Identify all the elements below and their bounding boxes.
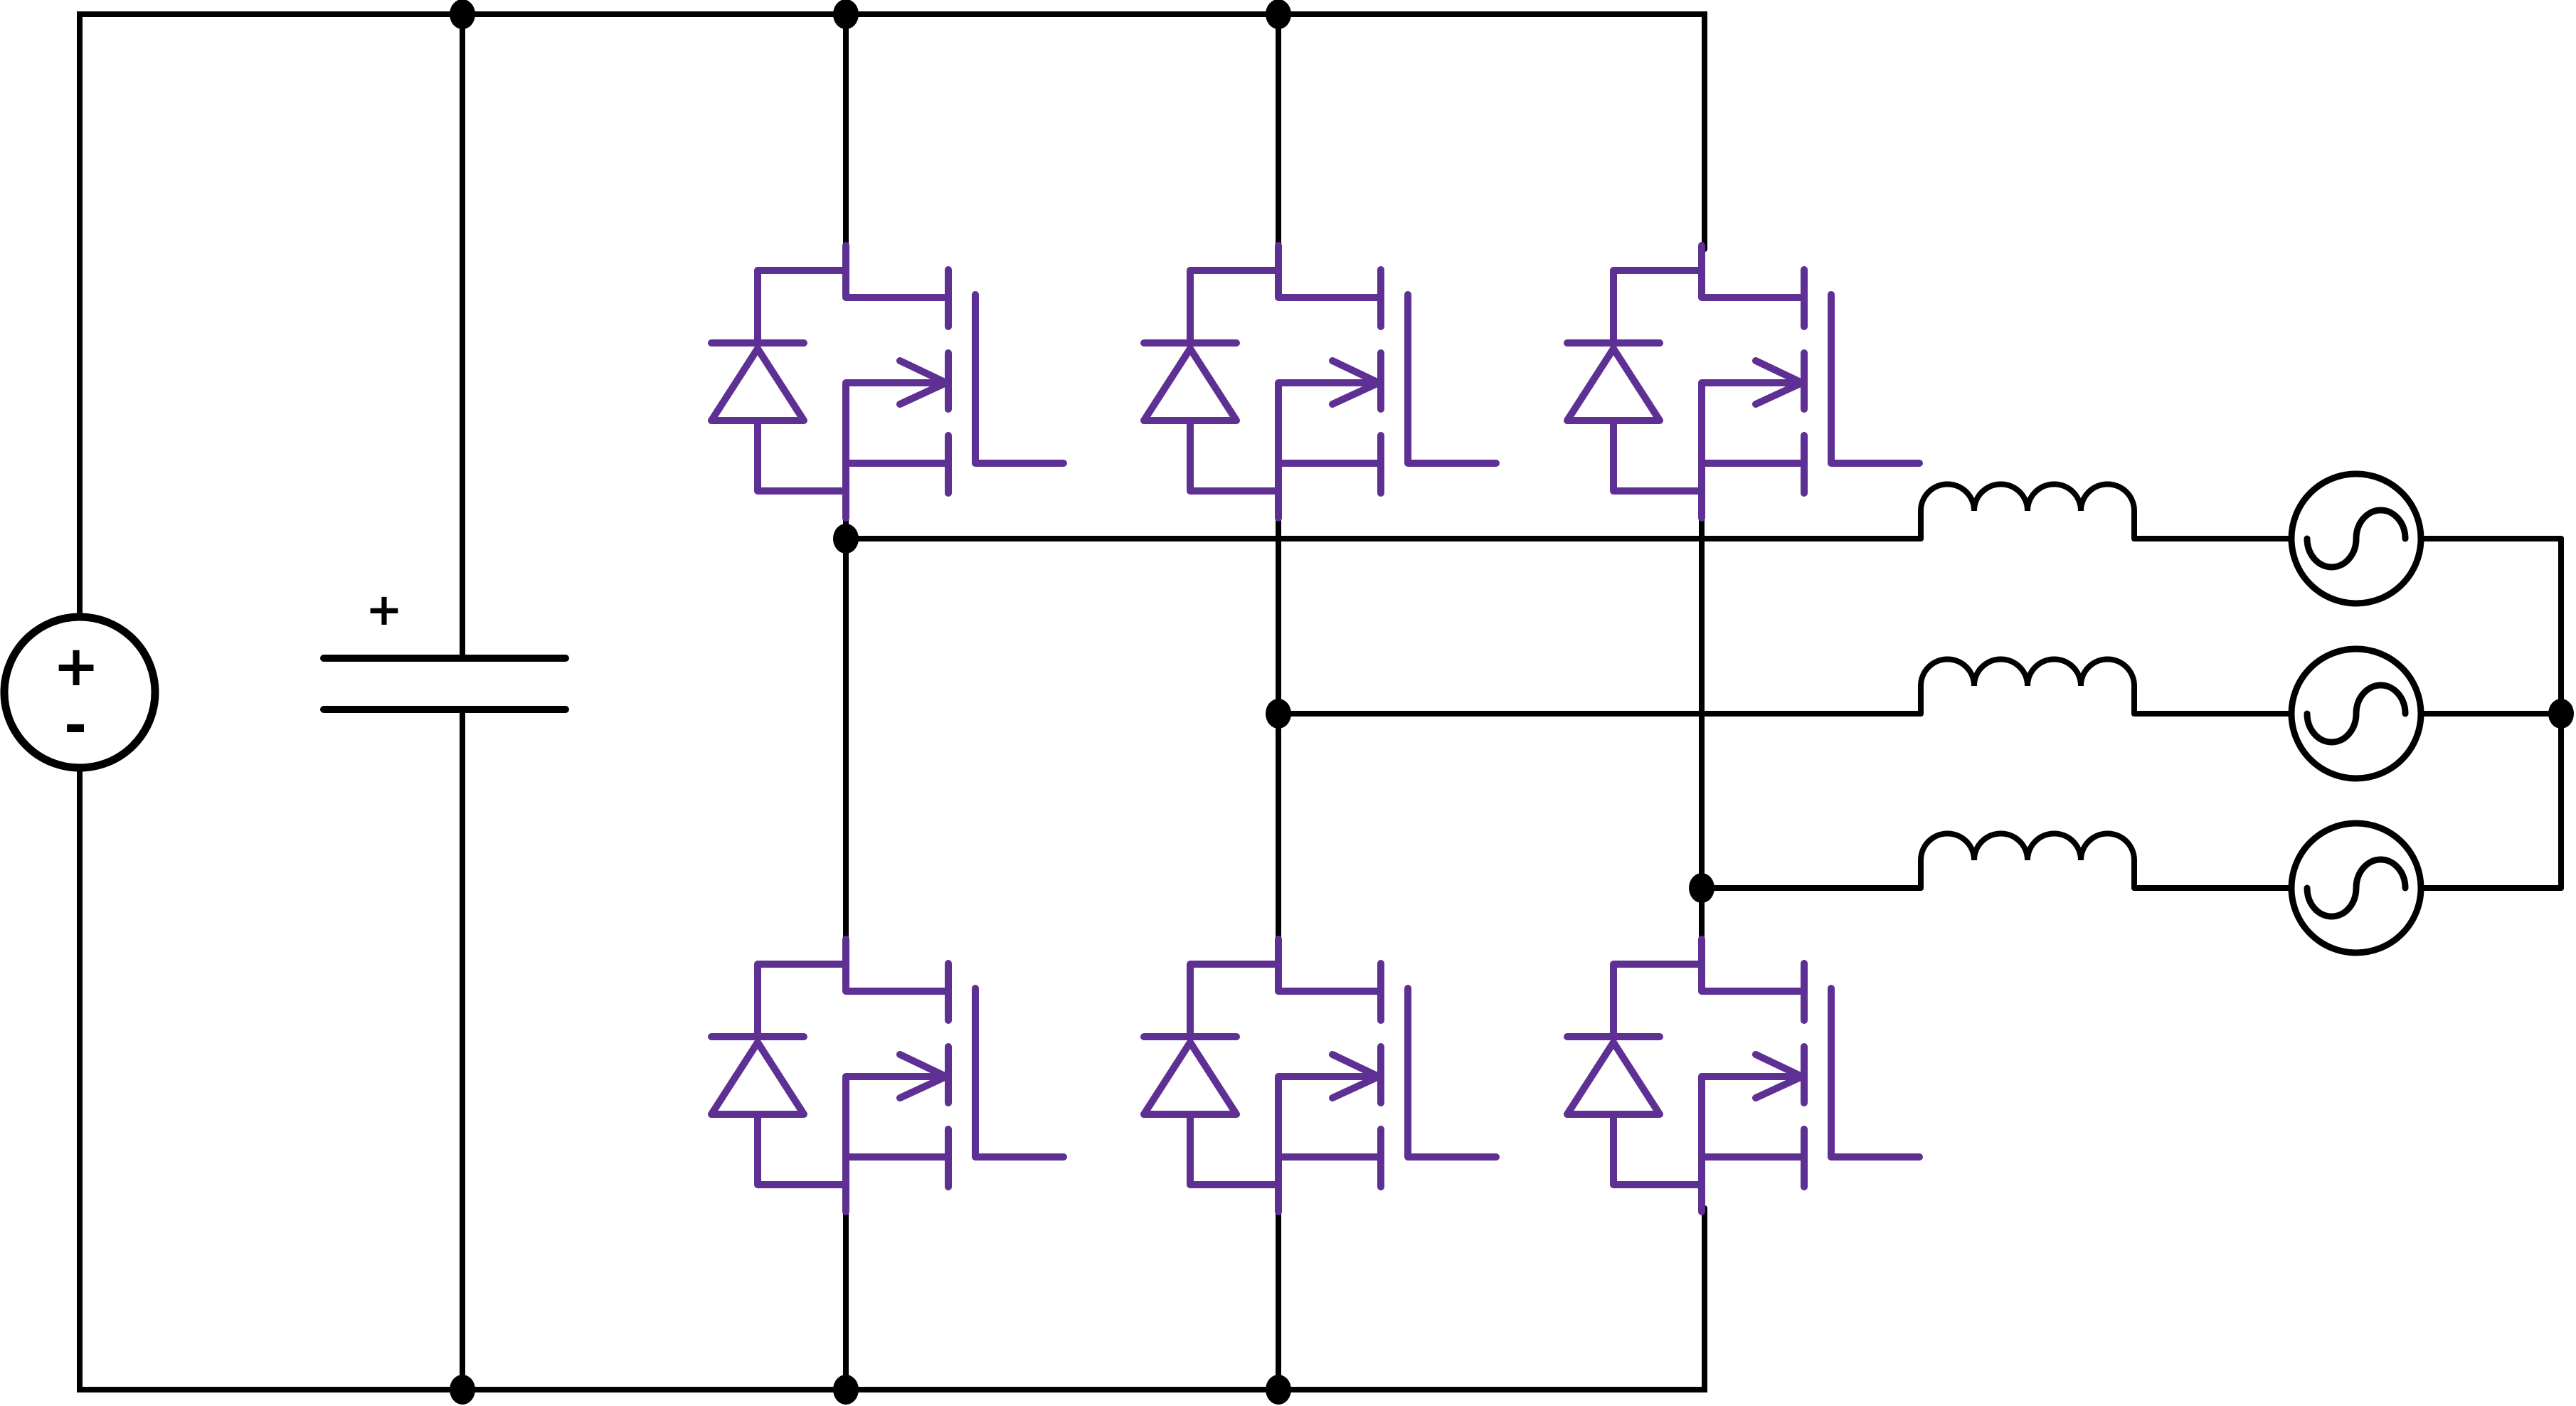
ac-source-circle-icon	[2288, 645, 2424, 782]
gate-lead	[1404, 985, 1500, 1161]
arrow-icon	[1752, 357, 1806, 408]
diode-cathode-link	[1610, 961, 1705, 1040]
drain-lead	[1275, 242, 1384, 301]
drain-lead	[1698, 242, 1808, 301]
junction-dot	[450, 0, 475, 29]
junction-dot	[1266, 1375, 1291, 1405]
arrow-icon	[896, 1051, 950, 1101]
capacitor-plus-label: +	[366, 583, 403, 635]
mosfet-leg-c-high	[1564, 242, 1923, 522]
gate-lead	[972, 291, 1067, 467]
mosfet-leg-a-high	[708, 242, 1067, 522]
junction-dot	[1266, 0, 1291, 29]
diode-cathode-link	[754, 961, 849, 1040]
wire	[77, 764, 1707, 1392]
arrow-icon	[1329, 1051, 1382, 1101]
dc-link-capacitor: +	[320, 583, 569, 713]
diode-triangle-icon	[1564, 1039, 1663, 1118]
mosfet-leg-b-low	[1140, 936, 1500, 1215]
ac-source-phase-c	[2288, 820, 2424, 956]
inductor-phase-b	[1918, 656, 2137, 717]
inductor-phase-a	[1918, 481, 2137, 541]
diode-cathode-link	[1610, 267, 1705, 347]
ac-source-phase-a	[2288, 470, 2424, 607]
ac-source-circle-icon	[2288, 470, 2424, 607]
junction-dot	[833, 1375, 859, 1405]
dc-source-plus-label: +	[53, 635, 99, 699]
source-lead	[1698, 379, 1808, 467]
inductor-coil-icon	[1918, 830, 2137, 891]
diode-triangle-icon	[1140, 1039, 1240, 1118]
drain-lead	[842, 936, 952, 995]
diode-cathode-link	[754, 267, 849, 347]
junction-dot	[1689, 873, 1714, 903]
source-lead	[1275, 379, 1384, 467]
drain-lead	[1275, 936, 1384, 995]
gate-lead	[1404, 291, 1500, 467]
mosfet-leg-a-low	[708, 936, 1067, 1215]
diode-triangle-icon	[1140, 345, 1240, 424]
source-lead	[1698, 1073, 1808, 1161]
junction-dot	[2548, 699, 2574, 729]
inductor-coil-icon	[1918, 656, 2137, 717]
junction-dot	[833, 524, 859, 554]
junction-dot	[833, 0, 859, 29]
ac-source-circle-icon	[2288, 820, 2424, 956]
arrow-icon	[896, 357, 950, 408]
diode-anode-link	[754, 417, 849, 495]
diode-anode-link	[1610, 417, 1705, 495]
diode-anode-link	[1187, 1111, 1282, 1188]
drain-lead	[842, 242, 952, 301]
diode-cathode-link	[1187, 267, 1282, 347]
diode-anode-link	[754, 1111, 849, 1188]
diode-anode-link	[1610, 1111, 1705, 1188]
dc-voltage-source: +-	[0, 613, 159, 772]
ac-source-phase-b	[2288, 645, 2424, 782]
mosfet-leg-b-high	[1140, 242, 1500, 522]
diode-triangle-icon	[1564, 345, 1663, 424]
sine-wave-icon	[2304, 507, 2409, 571]
wiring	[77, 11, 2564, 1392]
gate-lead	[1828, 291, 1923, 467]
diode-cathode-link	[1187, 961, 1282, 1040]
junction-dot	[1266, 699, 1291, 729]
gate-lead	[972, 985, 1067, 1161]
mosfet-leg-c-low	[1564, 936, 1923, 1215]
diode-anode-link	[1187, 417, 1282, 495]
junction-dot	[450, 1375, 475, 1405]
drain-lead	[1698, 936, 1808, 995]
source-lead	[842, 1073, 952, 1161]
source-lead	[842, 379, 952, 467]
gate-lead	[1828, 985, 1923, 1161]
arrow-icon	[1752, 1051, 1806, 1101]
wire	[77, 11, 1707, 620]
diode-triangle-icon	[708, 345, 807, 424]
diode-triangle-icon	[708, 1039, 807, 1118]
inductor-phase-c	[1918, 830, 2137, 891]
sine-wave-icon	[2304, 682, 2409, 746]
arrow-icon	[1329, 357, 1382, 408]
dc-source-circle-icon	[0, 613, 159, 772]
junction-dots	[450, 0, 2574, 1405]
sine-wave-icon	[2304, 856, 2409, 920]
source-lead	[1275, 1073, 1384, 1161]
dc-source-minus-label: -	[64, 694, 87, 758]
inductor-coil-icon	[1918, 481, 2137, 541]
